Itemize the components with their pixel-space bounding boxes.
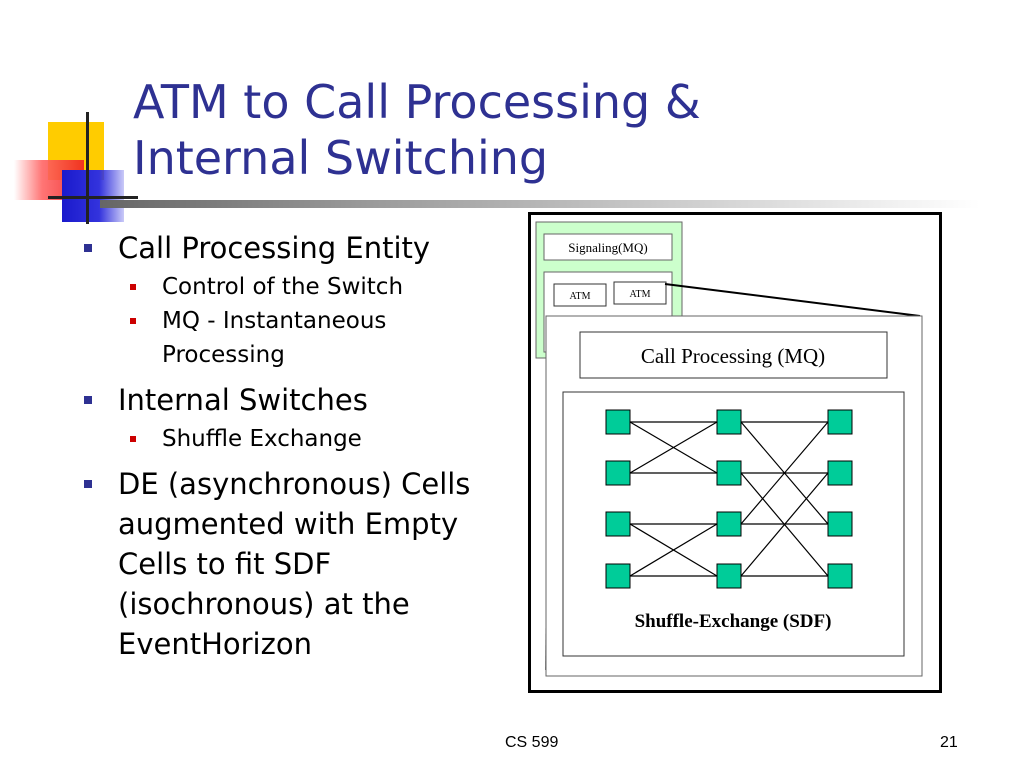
switch-node-c0-r1 bbox=[605, 460, 631, 486]
footer-course: CS 599 bbox=[505, 734, 559, 751]
bullet-de-cells: DE (asynchronous) Cells augmented with E… bbox=[80, 464, 510, 664]
switch-node-c2-r1 bbox=[827, 460, 853, 486]
bullet-marker bbox=[84, 480, 92, 488]
call-processing-box bbox=[579, 331, 888, 379]
signaling-label: Signaling(MQ) bbox=[568, 240, 647, 255]
sub-bullet-list: Shuffle Exchange bbox=[118, 422, 510, 456]
slide-title-line-1: ATM to Call Processing & bbox=[133, 75, 701, 129]
sub-bullet-marker bbox=[130, 436, 136, 442]
sub-bullet-mq-instantaneous: MQ - Instantaneous Processing bbox=[118, 304, 510, 372]
switch-node-c0-r2 bbox=[605, 511, 631, 537]
sub-bullet-marker bbox=[130, 284, 136, 290]
switch-node-c2-r3 bbox=[827, 563, 853, 589]
bullet-text: DE (asynchronous) Cells augmented with E… bbox=[118, 467, 471, 661]
atm-label-1: ATM bbox=[569, 291, 590, 302]
title-underline bbox=[100, 200, 980, 208]
decor-vertical-line bbox=[86, 112, 89, 224]
switching-diagram: Signaling(MQ) ATM ATM Call Processing (M… bbox=[528, 212, 942, 693]
signaling-box bbox=[543, 233, 673, 261]
sub-bullet-text: Shuffle Exchange bbox=[162, 426, 362, 452]
network-link bbox=[740, 421, 829, 525]
bullet-text: Call Processing Entity bbox=[118, 231, 431, 265]
call-processing-label: Call Processing (MQ) bbox=[641, 344, 825, 368]
shuffle-exchange-caption: Shuffle-Exchange (SDF) bbox=[635, 611, 832, 632]
shuffle-network bbox=[605, 409, 853, 589]
switch-node-c1-r3 bbox=[716, 563, 742, 589]
footer-page-number: 21 bbox=[940, 734, 958, 751]
sub-bullet-list: Control of the Switch MQ - Instantaneous… bbox=[118, 270, 510, 372]
sub-bullet-marker bbox=[130, 318, 136, 324]
switch-node-c2-r0 bbox=[827, 409, 853, 435]
network-link bbox=[740, 472, 829, 577]
sub-bullet-shuffle-exchange: Shuffle Exchange bbox=[118, 422, 510, 456]
decor-horizontal-line bbox=[48, 196, 138, 199]
atm-box-2 bbox=[613, 281, 667, 305]
atm-label-2: ATM bbox=[629, 289, 650, 300]
switch-node-c2-r2 bbox=[827, 511, 853, 537]
sub-bullet-text: MQ - Instantaneous Processing bbox=[162, 308, 387, 368]
bullet-internal-switches: Internal Switches Shuffle Exchange bbox=[80, 380, 510, 456]
sub-bullet-text: Control of the Switch bbox=[162, 274, 404, 300]
atm-box-1 bbox=[553, 283, 607, 307]
switch-node-c0-r0 bbox=[605, 409, 631, 435]
network-link bbox=[629, 421, 718, 474]
bullet-call-processing-entity: Call Processing Entity Control of the Sw… bbox=[80, 228, 510, 372]
switch-node-c1-r1 bbox=[716, 460, 742, 486]
switch-node-c1-r0 bbox=[716, 409, 742, 435]
network-link bbox=[629, 523, 718, 577]
switch-node-c1-r2 bbox=[716, 511, 742, 537]
switch-node-c0-r3 bbox=[605, 563, 631, 589]
slide-title: ATM to Call Processing & Internal Switch… bbox=[133, 74, 993, 186]
sub-bullet-control-of-switch: Control of the Switch bbox=[118, 270, 510, 304]
bullet-marker bbox=[84, 396, 92, 404]
bullet-text: Internal Switches bbox=[118, 383, 368, 417]
slide-title-line-2: Internal Switching bbox=[133, 131, 549, 185]
zoom-line-top bbox=[664, 283, 921, 317]
bullet-marker bbox=[84, 244, 92, 252]
bullet-list: Call Processing Entity Control of the Sw… bbox=[80, 228, 510, 670]
